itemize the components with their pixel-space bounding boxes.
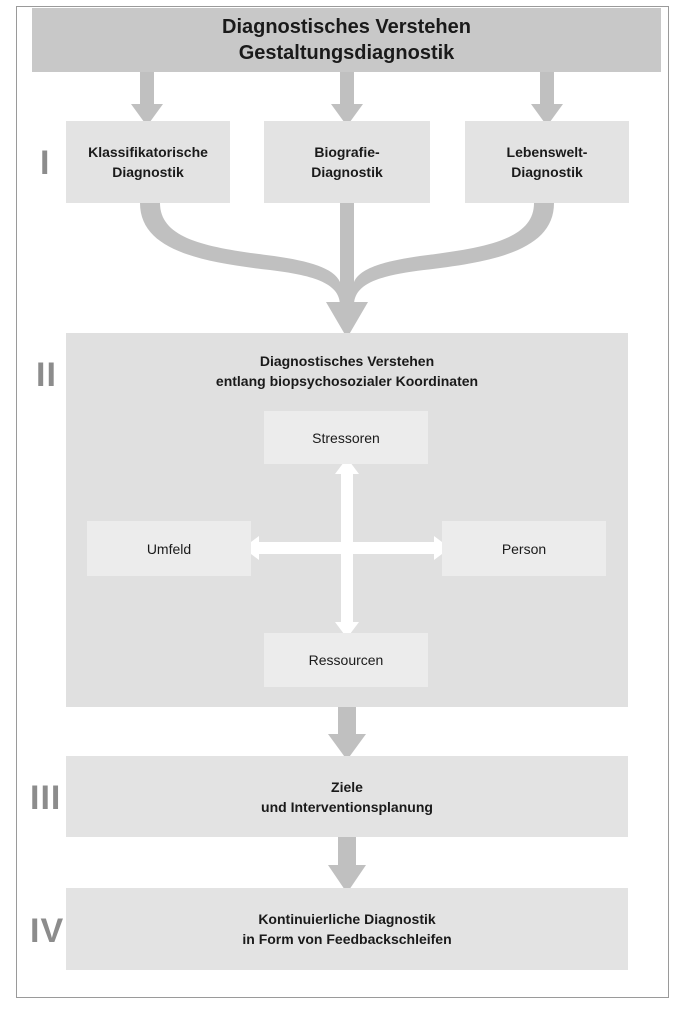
header-line1: Diagnostisches Verstehen	[222, 16, 471, 38]
stage3-line1: Ziele	[331, 778, 363, 795]
biografie-diagnostik-box: Biografie- Diagnostik	[264, 121, 430, 203]
box-line2: Diagnostik	[311, 164, 383, 180]
stage2-title-line1: Diagnostisches Verstehen	[259, 353, 435, 369]
lebenswelt-diagnostik-box: Lebenswelt- Diagnostik	[465, 121, 629, 203]
stage2-title-line2: entlang biopsychosozialer Koordinaten	[215, 373, 479, 389]
stage3-line2: und Interventionsplanung	[261, 798, 433, 815]
ressourcen-box: Ressourcen	[264, 633, 428, 687]
header-box: Diagnostisches Verstehen Gestaltungsdiag…	[32, 8, 661, 72]
arrow-header-to-lebenswelt	[531, 72, 563, 126]
box-line1: Klassifikatorische	[88, 144, 208, 160]
arrow-header-to-biografie	[331, 72, 363, 126]
arrow-merge-to-stage2	[140, 203, 554, 338]
cross-arrowhead-down	[335, 622, 359, 638]
cross-arrowhead-up	[335, 458, 359, 474]
stage4-line1: Kontinuierliche Diagnostik	[258, 911, 436, 927]
box-line1: Lebenswelt-	[506, 144, 588, 160]
stressoren-label: Stressoren	[312, 429, 380, 446]
stage2-numeral: II	[36, 356, 57, 394]
person-label: Person	[501, 540, 547, 557]
stage2-title: Diagnostisches Verstehen entlang biopsyc…	[66, 351, 628, 391]
box-line2: Diagnostik	[511, 164, 583, 180]
stage3-numeral: III	[30, 779, 62, 817]
arrow-stage2-to-stage3	[328, 706, 366, 760]
kontinuierliche-diagnostik-box: Kontinuierliche Diagnostik in Form von F…	[66, 888, 628, 970]
ziele-interventionsplanung-box: Ziele und Interventionsplanung	[66, 756, 628, 837]
umfeld-box: Umfeld	[87, 521, 251, 576]
stage4-numeral: IV	[30, 912, 65, 950]
umfeld-label: Umfeld	[146, 540, 192, 557]
stage1-numeral: I	[40, 144, 51, 182]
ressourcen-label: Ressourcen	[308, 652, 384, 668]
cross-horizontal-bar	[255, 542, 439, 554]
arrow-header-to-klassifikatorisch	[131, 72, 163, 126]
header-line2: Gestaltungsdiagnostik	[238, 42, 455, 64]
klassifikatorische-diagnostik-box: Klassifikatorische Diagnostik	[66, 121, 230, 203]
box-line1: Biografie-	[314, 144, 380, 160]
stage4-line2: in Form von Feedbackschleifen	[242, 931, 452, 947]
stressoren-box: Stressoren	[264, 411, 428, 464]
box-line2: Diagnostik	[112, 164, 184, 180]
person-box: Person	[442, 521, 606, 576]
cross-arrowhead-left	[243, 536, 259, 560]
arrow-stage3-to-stage4	[328, 837, 366, 893]
